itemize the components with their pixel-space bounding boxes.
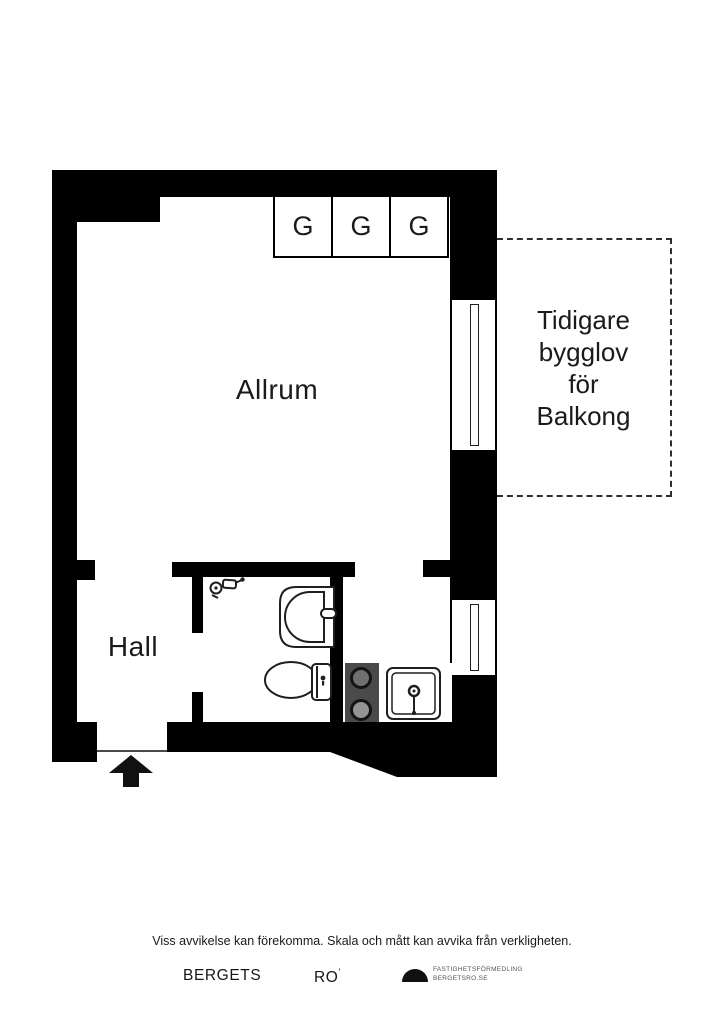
room-label-hall: Hall	[107, 631, 159, 662]
closet-label: G	[408, 211, 430, 241]
window-glass-icon	[470, 604, 479, 671]
wall-bathroom-north	[172, 562, 355, 577]
window-large	[450, 300, 497, 450]
room-label-allrum: Allrum	[235, 374, 319, 405]
closet-box: G	[331, 195, 391, 258]
wall-kitchen-stub	[423, 560, 452, 577]
disclaimer-text: Viss avvikelse kan förekomma. Skala och …	[152, 934, 572, 948]
balcony-permit-outline: Tidigare bygglov för Balkong	[497, 238, 672, 497]
wall-left	[52, 170, 77, 762]
brand-word-ro: RO'	[314, 967, 340, 987]
entry-arrow-icon	[109, 755, 153, 787]
agency-text: FASTIGHETSFÖRMEDLING BERGETSRO.SE	[433, 966, 523, 983]
closet-label: G	[292, 211, 314, 241]
wall-right-middle	[450, 450, 497, 600]
window-glass-icon	[470, 304, 479, 446]
closet-box: G	[389, 195, 449, 258]
agency-line-2: BERGETSRO.SE	[433, 974, 488, 982]
mixer-tap-icon	[209, 577, 245, 599]
brand-trademark-tick: '	[338, 967, 341, 977]
burner-icon	[350, 667, 372, 689]
kitchen-sink-icon	[386, 667, 441, 720]
closet-label: G	[350, 211, 372, 241]
wall-hall-stub	[77, 560, 95, 580]
wall-bathroom-west-lower	[192, 692, 203, 722]
dome-logo-icon	[402, 969, 428, 982]
closet-box: G	[273, 195, 333, 258]
entry-threshold-line	[97, 750, 167, 752]
stove-icon	[345, 663, 379, 722]
balcony-note-line: Balkong	[536, 400, 631, 431]
wall-bottom-left-foot	[52, 722, 97, 762]
wall-right-upper	[450, 170, 497, 300]
balcony-note-line: Tidigare	[537, 304, 630, 335]
balcony-note-line: bygglov	[538, 336, 629, 367]
bathroom-sink-icon	[279, 586, 337, 648]
burner-icon	[350, 699, 372, 721]
closet-row: G G G	[273, 195, 452, 258]
wall-bathroom-west-upper	[192, 577, 203, 633]
balcony-note-line: för	[568, 368, 599, 399]
brand-word-bergets: BERGETS	[183, 967, 262, 984]
agency-line-1: FASTIGHETSFÖRMEDLING	[433, 966, 523, 973]
window-small	[450, 600, 497, 675]
brand-word-ro-text: RO	[314, 969, 339, 986]
toilet-icon	[264, 661, 332, 701]
